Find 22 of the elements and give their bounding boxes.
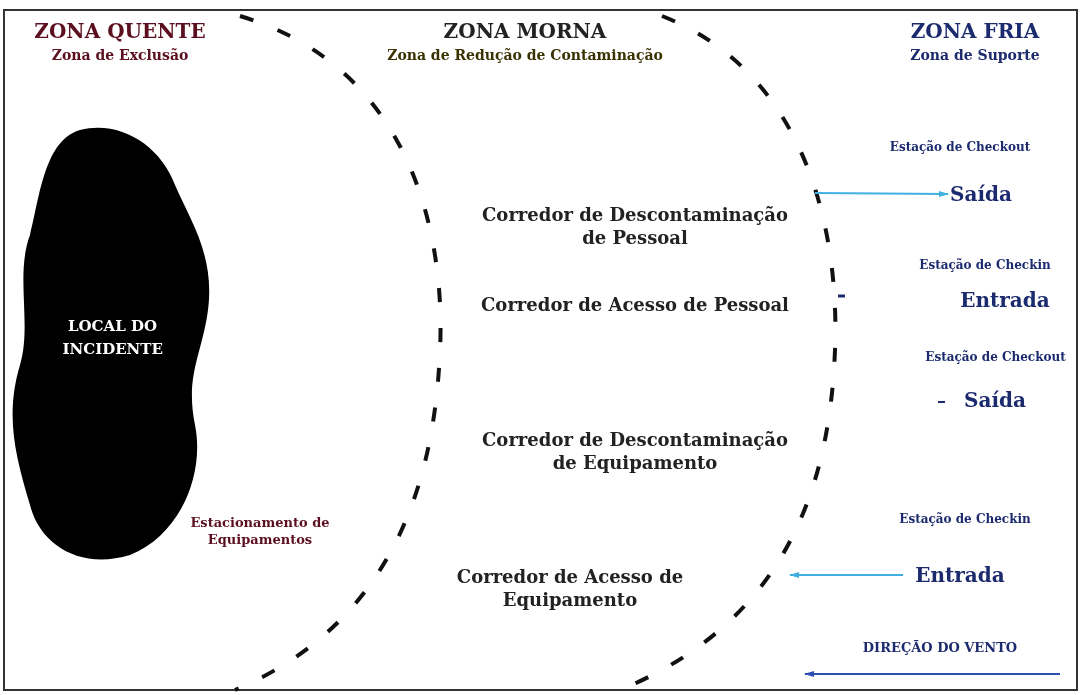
- corridor-label: Corredor de Acesso de Pessoal: [480, 293, 790, 317]
- station-label: Estação de Checkout: [888, 140, 1032, 156]
- wind-direction-label: DIREÇÃO DO VENTO: [861, 640, 1019, 657]
- station-label: Estação de Checkin: [918, 258, 1052, 274]
- corridor-label: Corredor de Descontaminação de Pessoal: [481, 203, 789, 250]
- zone-title: ZONA FRIA: [909, 18, 1041, 44]
- zone-subtitle: Zona de Redução de Contaminação: [386, 46, 664, 65]
- arrow: [814, 190, 949, 197]
- zone-title: ZONA QUENTE: [33, 18, 207, 44]
- exit-label: Saída: [950, 180, 1010, 208]
- station-label: Estação de Checkin: [898, 512, 1032, 528]
- arrow: [789, 572, 904, 578]
- station-label: Estação de Checkout: [924, 350, 1067, 366]
- exit-label: Saída: [963, 387, 1027, 413]
- entry-label: Entrada: [959, 287, 1051, 313]
- corridor-label: Corredor de Acesso de Equipamento: [455, 565, 685, 612]
- entry-label: Entrada: [905, 560, 1015, 590]
- area-label: Estacionamento de Equipamentos: [189, 515, 331, 549]
- zone-subtitle: Zona de Exclusão: [50, 46, 190, 65]
- zone-title: ZONA MORNA: [442, 18, 608, 44]
- zone-subtitle: Zona de Suporte: [909, 46, 1041, 65]
- corridor-label: Corredor de Descontaminação de Equipamento: [481, 428, 789, 475]
